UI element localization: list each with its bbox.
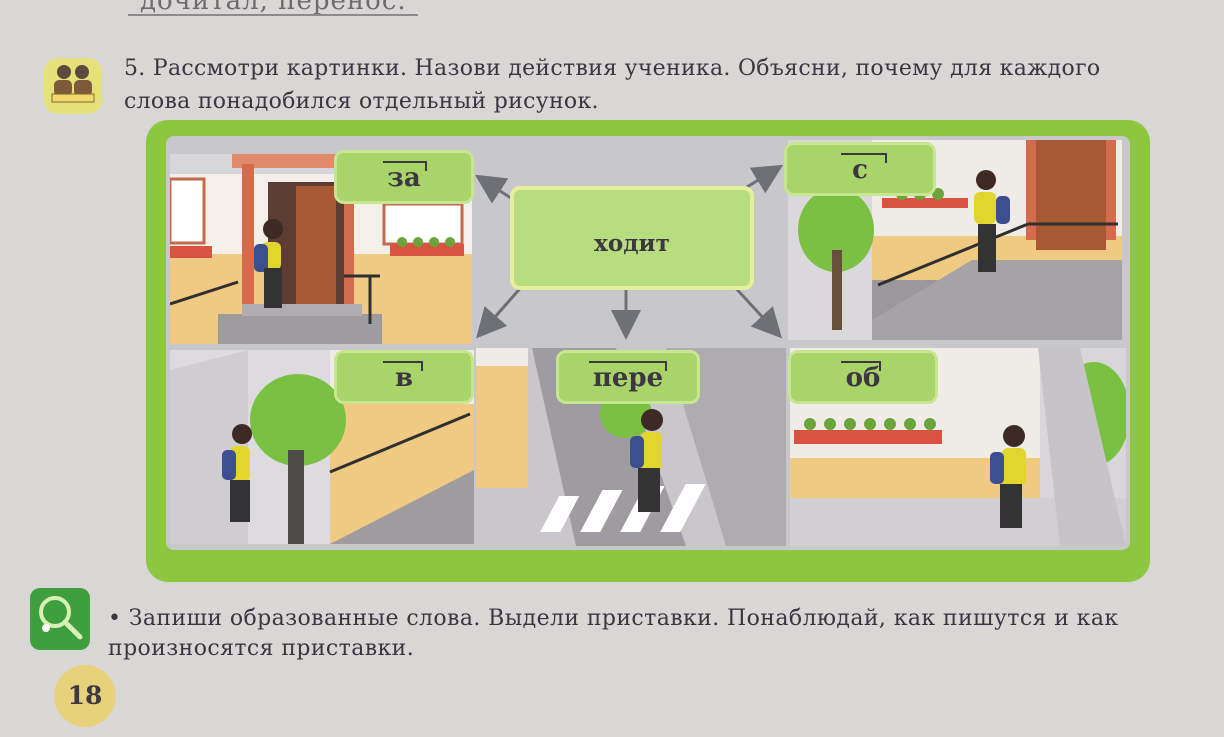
prefix-mark [841, 153, 887, 163]
exercise-instruction: 5. Рассмотри картинки. Назови действия у… [124, 56, 1101, 114]
center-word: ходит [594, 230, 670, 257]
center-word-box: ходит [510, 186, 754, 290]
prefix-za-box: за [334, 150, 474, 204]
prefix-mark [589, 361, 667, 371]
previous-exercise-fragment: дочитал, перенос. [140, 0, 407, 16]
prefix-ob: об [845, 363, 881, 393]
prefix-pere-box: пере [556, 350, 700, 404]
prefix-ob-box: об [788, 350, 938, 404]
pair-work-icon [44, 58, 102, 114]
prefix-s: с [852, 155, 868, 185]
prefix-v-box: в [334, 350, 474, 404]
prefix-mark [841, 361, 881, 371]
prefix-mark [383, 361, 423, 371]
task-bullet: • Запиши образованные слова. Выдели прис… [108, 606, 1119, 661]
prefix-mark [383, 161, 427, 171]
prefix-pere: пере [592, 363, 664, 393]
magnifier-search-icon [30, 588, 90, 650]
page-number: 18 [54, 665, 116, 727]
prefix-za: за [387, 163, 421, 193]
top-divider [128, 14, 418, 16]
prefix-v: в [394, 363, 414, 393]
panel-v [170, 350, 474, 544]
prefix-s-box: с [784, 142, 936, 196]
